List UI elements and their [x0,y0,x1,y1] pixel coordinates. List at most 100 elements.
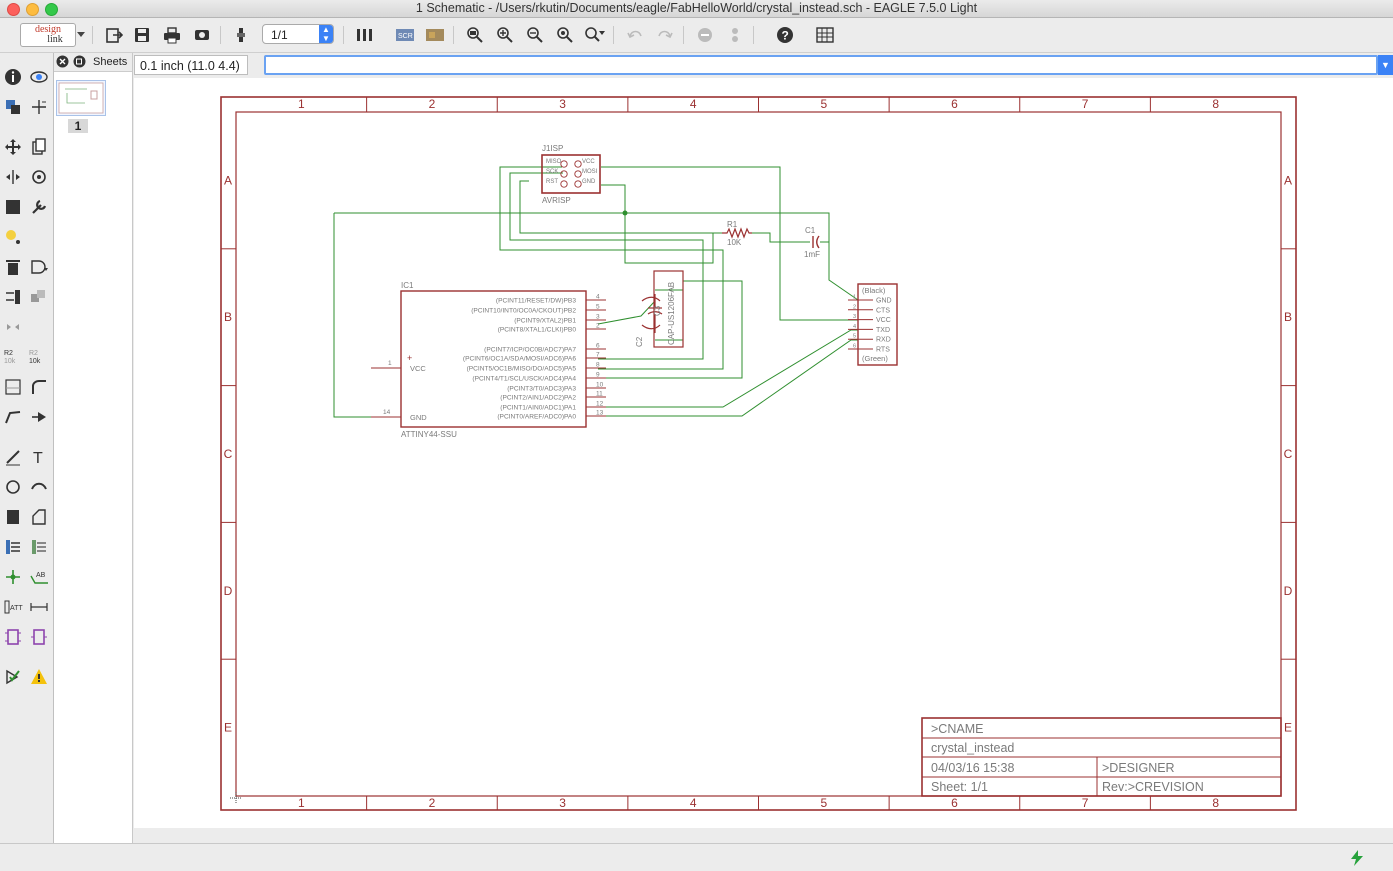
stop-icon[interactable] [694,24,716,46]
save-icon[interactable] [131,24,153,46]
split-icon[interactable] [2,406,24,428]
invoke-icon[interactable] [28,406,50,428]
frame-row-label: E [1284,721,1292,735]
rotate-icon[interactable] [28,166,50,188]
command-history-dropdown-icon[interactable]: ▼ [1378,55,1393,75]
svg-text:T: T [33,450,43,466]
undo-icon[interactable] [624,24,646,46]
title-block-sheet: Sheet: 1/1 [931,780,988,794]
lightning-status-icon[interactable] [1349,849,1365,870]
arc-icon[interactable] [28,476,50,498]
design-link-dropdown-icon[interactable] [74,24,88,46]
wire-nets[interactable] [333,166,859,418]
capacitor-c1-symbol[interactable] [812,235,820,249]
delete-icon[interactable] [2,256,24,278]
zoom-window-button[interactable] [45,3,58,16]
circle-icon[interactable] [2,476,24,498]
frame-column-label: 3 [559,796,566,810]
capacitor-c2-c3-symbols[interactable] [641,270,684,348]
polygon-icon[interactable] [28,506,50,528]
mark-icon[interactable] [28,96,50,118]
grid-icon[interactable] [814,24,836,46]
isp-pin-vcc: VCC [582,159,595,165]
go-icon[interactable] [724,24,746,46]
ftdi-connector-part[interactable] [857,283,898,366]
frame-column-label: 7 [1082,97,1089,111]
frame-row-label: B [224,310,232,324]
ftdi-pin-number: 6 [853,344,856,350]
rectangle-icon[interactable] [2,506,24,528]
zoom-select-icon[interactable] [584,24,606,46]
junction-icon[interactable] [2,566,24,588]
sheet-selector[interactable]: 1/1 ▲▼ [262,24,334,44]
miter-icon[interactable] [28,376,50,398]
isp-name: J1ISP [542,144,563,153]
dimension-icon[interactable] [28,596,50,618]
float-panel-icon[interactable] [73,55,86,74]
errors-warning-icon[interactable] [28,666,50,688]
ic1-pin-number: 12 [596,401,604,408]
redo-icon[interactable] [654,24,676,46]
run-ulp-icon[interactable] [354,24,376,46]
replace-icon[interactable] [2,316,24,338]
display-layers-icon[interactable] [2,96,24,118]
design-link-button[interactable]: design link [20,23,76,47]
resistor-r1-symbol[interactable] [722,227,752,239]
info-icon[interactable] [2,66,24,88]
frame-icon[interactable] [2,626,24,648]
ulp-icon[interactable] [424,24,446,46]
bus-icon[interactable] [2,536,24,558]
title-block-designer: >DESIGNER [1102,761,1175,775]
gateswap-icon[interactable] [28,286,50,308]
net-icon[interactable] [28,536,50,558]
script-icon[interactable]: SCR [394,24,416,46]
pinswap-icon[interactable] [2,286,24,308]
mirror-icon[interactable] [2,166,24,188]
paste-icon[interactable] [2,226,24,248]
open-icon[interactable] [103,24,125,46]
change-icon[interactable] [28,196,50,218]
isp-header-part[interactable] [541,154,601,194]
label-icon[interactable]: AB [28,566,50,588]
ftdi-pin-label: RXD [876,337,891,344]
frame-row-label: B [1284,310,1292,324]
ic1-pin-label: (PCINT8/XTAL1/CLKI)PB0 [498,327,577,334]
erc-icon[interactable] [2,666,24,688]
c1-name: C1 [805,226,816,235]
group-icon[interactable] [2,196,24,218]
command-line-input[interactable] [264,55,1378,75]
show-icon[interactable] [28,66,50,88]
sheet-thumbnail[interactable] [56,80,106,116]
ic1-pin-number: 13 [596,410,604,417]
zoom-fit-icon[interactable] [464,24,486,46]
wire-icon[interactable] [2,446,24,468]
smash-icon[interactable] [2,376,24,398]
help-icon[interactable]: ? [774,24,796,46]
move-icon[interactable] [2,136,24,158]
modules-icon[interactable] [28,626,50,648]
close-panel-icon[interactable] [56,55,69,74]
cam-processor-icon[interactable] [191,24,213,46]
zoom-out-icon[interactable] [524,24,546,46]
attribute-icon[interactable]: ATT [2,596,24,618]
text-icon[interactable]: T [28,446,50,468]
board-switch-icon[interactable] [230,24,252,46]
svg-text:10k: 10k [29,358,41,365]
copy-icon[interactable] [28,136,50,158]
frame-column-label: 1 [298,796,305,810]
print-icon[interactable] [161,24,183,46]
sheet-selector-stepper-icon[interactable]: ▲▼ [319,25,333,43]
zoom-in-icon[interactable] [494,24,516,46]
add-icon[interactable] [28,256,50,278]
title-block [921,717,1282,797]
minimize-window-button[interactable] [26,3,39,16]
frame-column-label: 4 [690,97,697,111]
svg-text:R2: R2 [4,350,13,357]
close-window-button[interactable] [7,3,20,16]
ic1-attiny44-part[interactable] [400,290,587,428]
redraw-icon[interactable] [554,24,576,46]
